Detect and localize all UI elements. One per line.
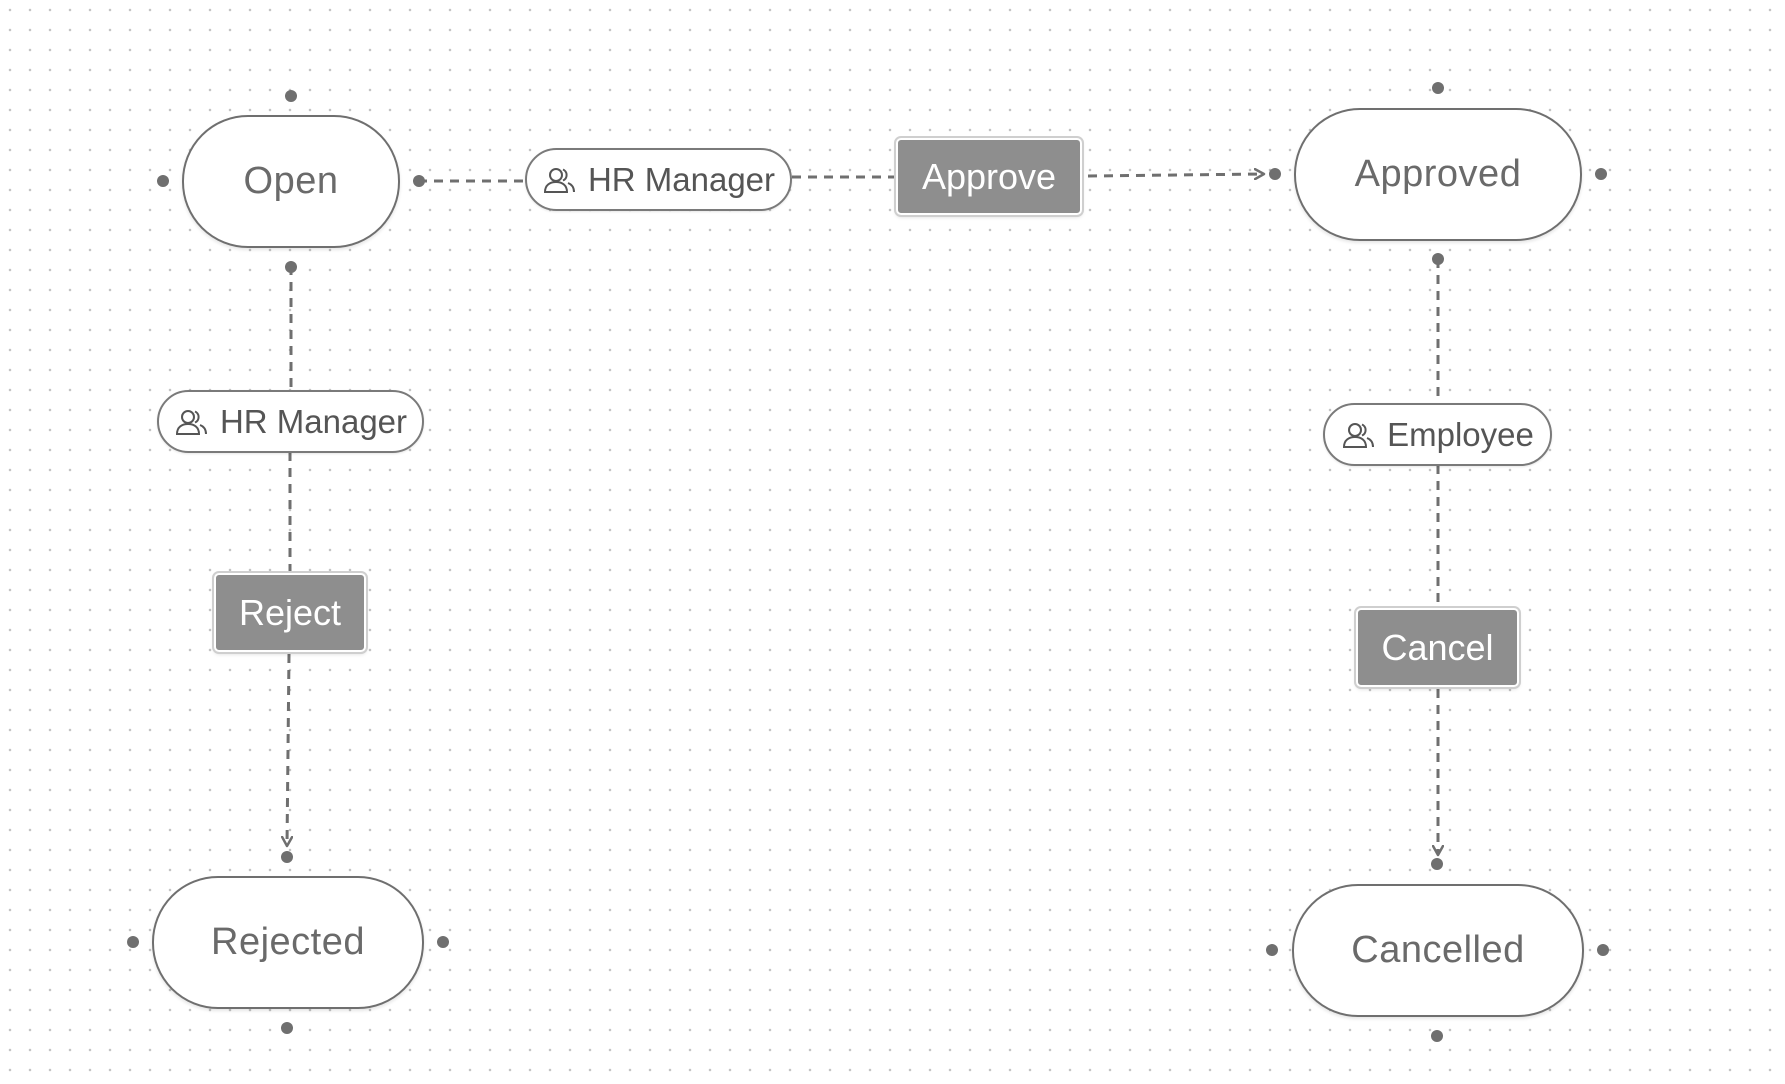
handle-approved-bottom[interactable] xyxy=(1432,253,1444,265)
handle-approved-top[interactable] xyxy=(1432,82,1444,94)
handle-cancelled-bottom[interactable] xyxy=(1431,1030,1443,1042)
role-label: HR Manager xyxy=(587,160,776,198)
handle-rejected-top[interactable] xyxy=(281,851,293,863)
handle-cancelled-right[interactable] xyxy=(1597,944,1609,956)
handle-open-top[interactable] xyxy=(285,90,297,102)
handle-open-right[interactable] xyxy=(413,175,425,187)
users-icon xyxy=(542,164,578,196)
users-icon xyxy=(174,406,210,438)
handle-approved-right[interactable] xyxy=(1595,168,1607,180)
handle-rejected-left[interactable] xyxy=(127,936,139,948)
role-pill-hr-manager-approve[interactable]: HR Manager xyxy=(525,148,792,211)
handle-cancelled-left[interactable] xyxy=(1266,944,1278,956)
role-label: Employee xyxy=(1387,415,1534,453)
edge-reject-action-to-rejected xyxy=(287,653,289,846)
handle-cancelled-top[interactable] xyxy=(1431,858,1443,870)
handle-approved-left[interactable] xyxy=(1269,168,1281,180)
state-approved[interactable]: Approved xyxy=(1294,108,1582,241)
action-reject[interactable]: Reject xyxy=(212,571,368,654)
users-icon xyxy=(1341,419,1377,451)
action-cancel[interactable]: Cancel xyxy=(1354,606,1521,689)
state-open[interactable]: Open xyxy=(182,115,400,248)
handle-open-bottom[interactable] xyxy=(285,261,297,273)
role-label: HR Manager xyxy=(219,402,408,440)
role-pill-employee[interactable]: Employee xyxy=(1323,403,1552,466)
state-rejected[interactable]: Rejected xyxy=(152,876,424,1009)
state-cancelled[interactable]: Cancelled xyxy=(1292,884,1584,1017)
role-pill-hr-manager-reject[interactable]: HR Manager xyxy=(157,390,424,453)
handle-rejected-right[interactable] xyxy=(437,936,449,948)
action-approve[interactable]: Approve xyxy=(894,136,1084,217)
handle-open-left[interactable] xyxy=(157,175,169,187)
handle-rejected-bottom[interactable] xyxy=(281,1022,293,1034)
edge-approve-action-to-approved xyxy=(1087,174,1264,176)
